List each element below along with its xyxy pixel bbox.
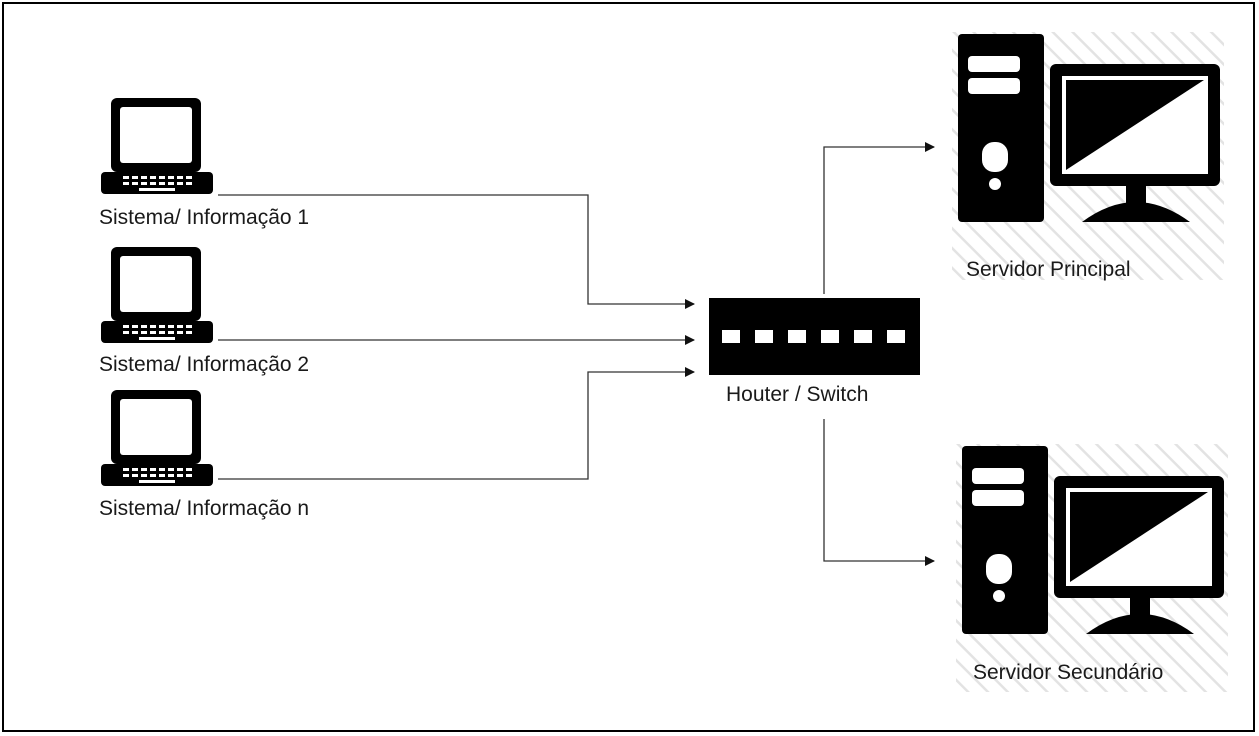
connector-server-secundario <box>823 419 935 566</box>
client-label-2: Sistema/ Informação 2 <box>99 353 310 376</box>
desktop-computer-icon <box>956 444 1228 692</box>
laptop-icon <box>101 247 213 343</box>
client-label-1: Sistema/ Informação 1 <box>99 206 310 229</box>
laptop-icon <box>101 390 213 486</box>
server-label-secundario: Servidor Secundário <box>973 661 1164 684</box>
connector-client-n <box>218 367 695 480</box>
server-label-principal: Servidor Principal <box>966 258 1131 281</box>
connector-server-principal <box>823 142 935 294</box>
desktop-computer-icon <box>952 32 1224 280</box>
laptop-icon <box>101 98 213 194</box>
switch-icon <box>709 298 920 375</box>
diagram-canvas <box>101 32 1228 692</box>
hub-label: Houter / Switch <box>726 383 869 406</box>
connector-client-1 <box>218 194 695 309</box>
client-label-n: Sistema/ Informação n <box>99 497 310 520</box>
